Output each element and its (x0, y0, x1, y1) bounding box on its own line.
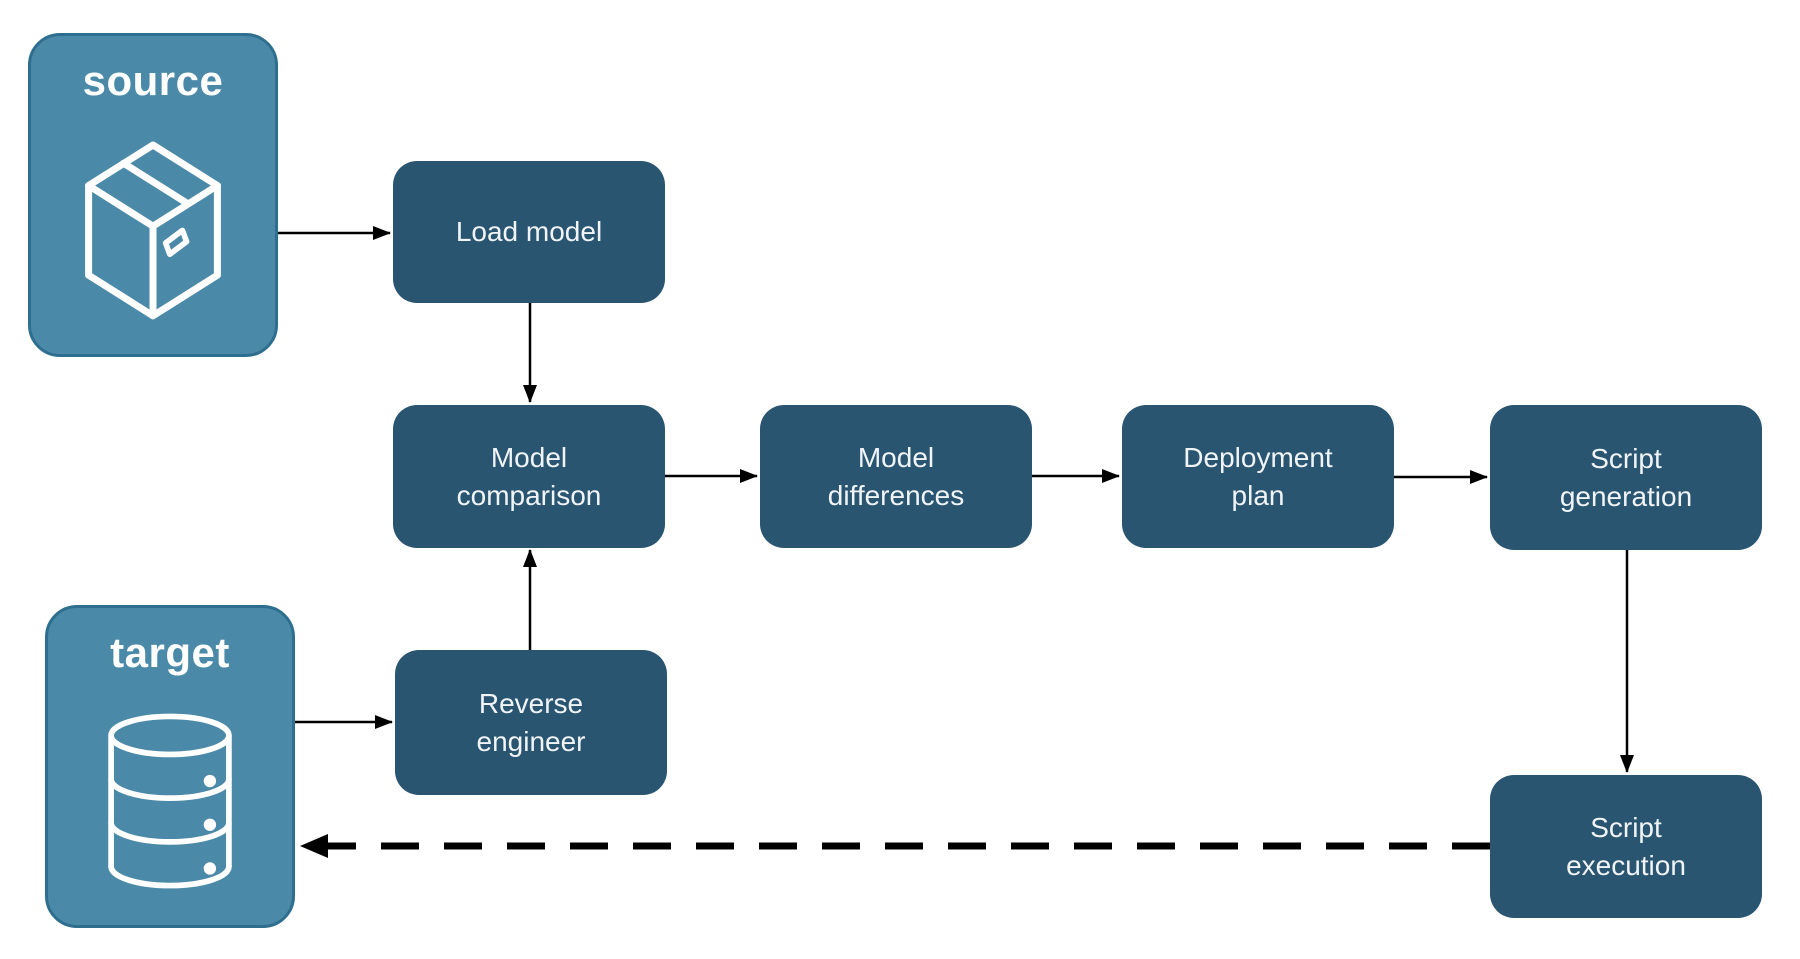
source-container: source (28, 33, 278, 357)
source-label: source (82, 57, 224, 104)
target-container: target (45, 605, 295, 928)
package-icon (65, 104, 241, 354)
node-model-differences: Model differences (760, 405, 1032, 548)
database-icon (94, 676, 246, 925)
node-model-comparison: Model comparison (393, 405, 665, 548)
target-label: target (110, 629, 230, 676)
node-load-model: Load model (393, 161, 665, 303)
node-script-generation: Script generation (1490, 405, 1762, 550)
node-reverse-engineer: Reverse engineer (395, 650, 667, 795)
node-deployment-plan: Deployment plan (1122, 405, 1394, 548)
node-script-execution: Script execution (1490, 775, 1762, 918)
